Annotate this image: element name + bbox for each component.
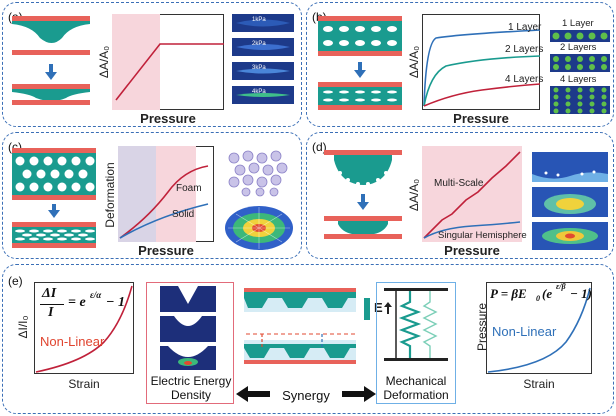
panel-b-schematic [318,16,402,110]
panel-b-series-1: 1 Layer [508,22,542,33]
panel-e-left-plot-frame [34,282,134,374]
panel-d-plot [422,146,522,242]
panel-c [2,132,302,259]
panel-b-plot-frame [422,14,540,110]
panel-e-left-eq-lhs: ΔI [42,286,57,301]
panel-e-right-eq-exp: ε/β [556,282,566,291]
panel-d-x-label: Pressure [444,243,500,258]
panel-e-left-eq-exp: ε/α [90,290,102,300]
panel-b-fem-2 [550,54,610,72]
panel-a-x-label: Pressure [140,111,196,126]
panel-b-side-label-3: 4 Layers [560,74,597,85]
panel-d-label: (d) [312,140,327,154]
panel-e-left-plot [35,285,133,373]
panel-e-right-eq-mid: (e [542,286,553,301]
electric-energy-fem-images [160,286,216,370]
panel-e [2,264,614,414]
panel-c-x-label: Pressure [138,243,194,258]
panel-a-curve [115,43,224,101]
electric-energy-label: Electric Energy Density [150,374,232,402]
mechanical-box [376,282,456,404]
panel-e-left-curve [35,285,133,373]
panel-d-fem-images [532,152,608,250]
panel-e-left-curve-label: Non-Linear [40,334,105,349]
panel-c-series-solid: Solid [172,209,195,220]
panel-c-curve-solid [119,203,209,239]
panel-d-schematic [324,150,402,239]
panel-d-curve-singular-hemisphere [423,221,521,239]
synergy-label: Synergy [282,388,330,403]
field-arrow-icon [364,298,370,320]
panel-e-left-eq-tail: − 1 [106,295,125,310]
mechanical-label: Mechanical Deformation [383,374,449,402]
panel-c-series-foam: Foam [176,183,202,194]
panel-e-right-y-label: Pressure [475,302,489,352]
panel-a-plot [112,14,224,110]
panel-a-pressure-3: 3kPa [252,65,266,71]
panel-d-series-singular-hemisphere: Singular Hemisphere [438,230,527,241]
panel-b [306,2,614,127]
panel-b-side-label-1: 1 Layer [562,18,594,29]
synergy-right-arrow-icon [342,386,376,402]
panel-c-foam-fem-image [225,206,293,250]
panel-c-foam-lattice-image [228,150,288,197]
panel-c-curve-foam [119,165,209,239]
panel-b-curve-2-layers [423,55,541,107]
panel-e-right-eq-sub: 0 [536,294,540,303]
panel-b-series-2: 2 Layers [505,44,544,55]
panel-e-center-schematic [244,288,356,364]
panel-b-series-3: 4 Layers [505,74,544,85]
panel-e-right-x-label: Strain [523,377,555,391]
electric-energy-box [146,282,234,404]
panel-a-schematic [12,16,90,105]
panel-c-plot [118,146,209,242]
panel-a-pressure-4: 4kPa [252,89,266,95]
panel-a [2,2,302,127]
synergy-left-arrow-icon [236,386,270,402]
panel-e-right-plot-frame [486,282,592,374]
panel-b-y-label: ΔA/A₀ [407,45,421,79]
panel-e-left-eq-den: I [48,305,54,320]
panel-b-x-label: Pressure [453,111,509,126]
panel-c-y-label: Deformation [103,162,117,228]
panel-b-fem-1 [550,30,610,42]
panel-b-side-label-2: 2 Layers [560,42,597,53]
panel-e-right-eq: P = βE [490,286,527,301]
panel-e-right-curve [487,287,591,373]
panel-c-schematic [12,148,96,248]
panel-a-pressure-1: 1kPa [252,17,266,23]
panel-d-y-label: ΔA/A₀ [407,178,421,212]
panel-e-right-curve-label: Non-Linear [492,324,557,339]
panel-a-y-label: ΔA/A₀ [97,45,111,79]
panel-e-right-plot [487,287,591,373]
panel-e-label: (e) [8,274,23,288]
panel-d-curve-multi-scale [423,151,521,239]
panel-e-left-x-label: Strain [68,377,100,391]
panel-b-curve-1-layer [423,29,541,107]
panel-b-curve-4-layers [423,83,541,107]
panel-e-left-eq-bar [40,304,64,305]
panel-e-left-eq-rhs: = e [68,295,86,310]
panel-d [306,132,614,259]
panel-e-right-eq-tail: − 1) [570,286,592,301]
panel-a-fem-stack [232,14,294,104]
panel-d-series-multi-scale: Multi-Scale [434,178,484,189]
panel-a-pressure-2: 2kPa [252,41,266,47]
panel-b-plot [423,29,541,107]
panel-e-left-y-label: ΔI/I₀ [16,315,30,339]
field-label: E [374,300,383,315]
spring-schematic [384,288,448,361]
panel-b-fem-3 [550,86,610,114]
field-up-arrow-icon [384,302,392,314]
